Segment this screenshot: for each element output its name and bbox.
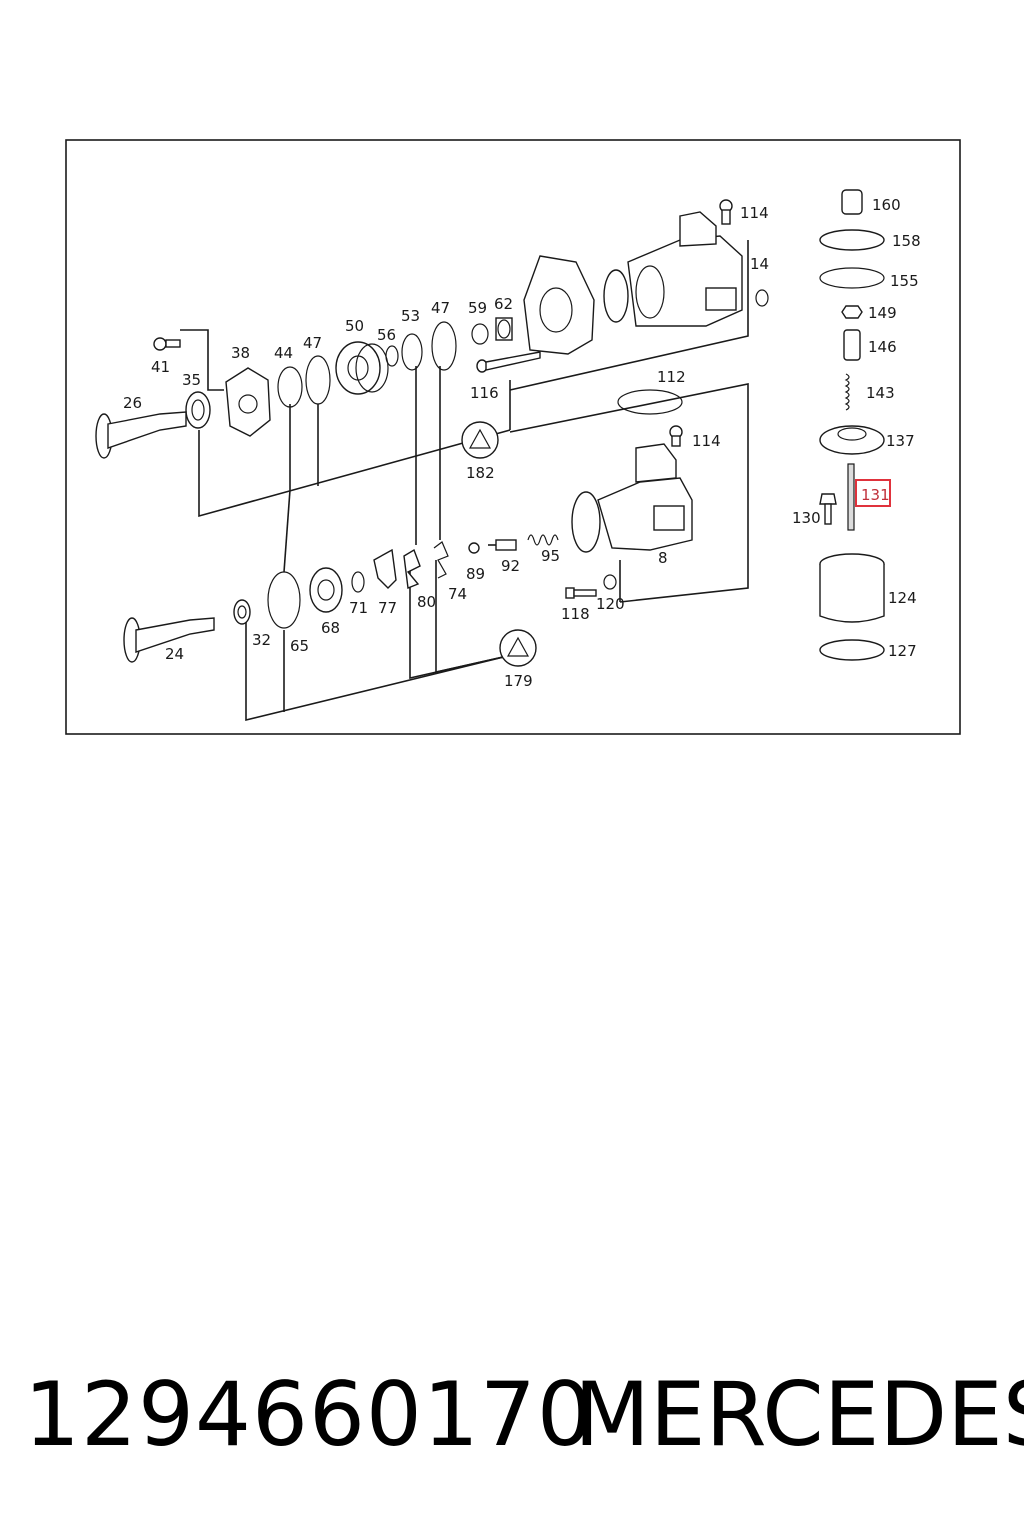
part-71-ring xyxy=(351,571,365,593)
part-146-sleeve xyxy=(843,329,861,361)
label-158: 158 xyxy=(892,232,921,250)
label-71: 71 xyxy=(349,599,368,617)
label-68: 68 xyxy=(321,619,340,637)
leader-lines xyxy=(180,240,749,722)
part-160-cap xyxy=(841,189,863,215)
part-26-drive-shaft xyxy=(95,411,187,459)
label-120: 120 xyxy=(596,595,625,613)
part-62-bushing xyxy=(495,317,513,341)
part-118-bolt xyxy=(565,587,597,599)
part-59-washer xyxy=(471,323,489,345)
part-179-plate xyxy=(499,629,537,667)
part-housing-plate xyxy=(523,255,595,355)
label-89: 89 xyxy=(466,565,485,583)
part-35-seal xyxy=(185,391,211,429)
part-41-screw xyxy=(153,337,181,351)
part-114-screw-top xyxy=(719,199,733,225)
label-62: 62 xyxy=(494,295,513,313)
label-47: 47 xyxy=(303,334,322,352)
label-127: 127 xyxy=(888,642,917,660)
label-114: 114 xyxy=(692,432,721,450)
label-26: 26 xyxy=(123,394,142,412)
label-44: 44 xyxy=(274,344,293,362)
label-137: 137 xyxy=(886,432,915,450)
part-38-pump-cover xyxy=(225,367,271,437)
part-80-clip xyxy=(403,548,421,589)
label-65: 65 xyxy=(290,637,309,655)
label-92: 92 xyxy=(501,557,520,575)
label-35: 35 xyxy=(182,371,201,389)
part-24-shaft xyxy=(123,617,215,663)
part-89-ball xyxy=(468,542,480,554)
part-14-pump-assembly xyxy=(603,211,743,327)
part-124-filter-bowl xyxy=(819,553,885,623)
label-47b: 47 xyxy=(431,299,450,317)
label-112: 112 xyxy=(657,368,686,386)
part-44-o-ring xyxy=(277,366,303,408)
label-74: 74 xyxy=(448,585,467,603)
part-77-segment xyxy=(373,548,397,589)
part-112-gasket xyxy=(617,389,683,415)
part-47b-o-ring xyxy=(431,321,457,371)
label-118: 118 xyxy=(561,605,590,623)
part-47-o-ring xyxy=(305,355,331,405)
label-24: 24 xyxy=(165,645,184,663)
label-155: 155 xyxy=(890,272,919,290)
part-74-clip xyxy=(433,541,449,579)
part-155-gasket xyxy=(819,267,885,289)
part-114-screw xyxy=(669,425,683,447)
label-95: 95 xyxy=(541,547,560,565)
label-32: 32 xyxy=(252,631,271,649)
part-120-washer xyxy=(603,574,617,590)
label-143: 143 xyxy=(866,384,895,402)
part-68-rotor xyxy=(309,567,343,613)
label-59: 59 xyxy=(468,299,487,317)
part-137-cover xyxy=(819,425,885,455)
label-50: 50 xyxy=(345,317,364,335)
label-182: 182 xyxy=(466,464,495,482)
label-130: 130 xyxy=(792,509,821,527)
part-65-o-ring xyxy=(267,571,301,629)
label-149: 149 xyxy=(868,304,897,322)
part-130-bolt xyxy=(819,493,837,525)
part-131-stud xyxy=(847,463,855,531)
label-38: 38 xyxy=(231,344,250,362)
label-131: 131 xyxy=(861,486,890,504)
highlight-box xyxy=(855,479,891,507)
label-14: 14 xyxy=(750,255,769,273)
label-41: 41 xyxy=(151,358,170,376)
part-116-bolt xyxy=(476,351,541,373)
part-149-nut xyxy=(841,305,863,319)
part-158-washer xyxy=(819,229,885,251)
label-146: 146 xyxy=(868,338,897,356)
callout-labels: 160 158 155 149 146 143 137 131 130 124 … xyxy=(123,196,921,690)
part-95-spring xyxy=(527,534,559,546)
part-14-ring xyxy=(755,289,769,307)
label-179: 179 xyxy=(504,672,533,690)
part-50-rotor xyxy=(335,341,389,395)
part-92-valve xyxy=(488,539,517,551)
part-8-pump xyxy=(571,443,693,553)
part-32-bearing xyxy=(233,599,251,625)
label-56: 56 xyxy=(377,326,396,344)
part-127-base-plate xyxy=(819,639,885,661)
diagram-frame xyxy=(65,139,961,735)
part-143-spring xyxy=(844,373,850,411)
label-80: 80 xyxy=(417,593,436,611)
part-182-plate xyxy=(461,421,499,459)
label-8: 8 xyxy=(658,549,668,567)
exploded-parts-diagram: 160 158 155 149 146 143 137 131 130 124 … xyxy=(65,139,961,735)
label-114-top: 114 xyxy=(740,204,769,222)
label-53: 53 xyxy=(401,307,420,325)
label-124: 124 xyxy=(888,589,917,607)
part-number: 1294660170 xyxy=(24,1363,594,1466)
part-56-ring xyxy=(385,345,399,367)
footer: 1294660170 MERCEDES xyxy=(0,1360,1024,1470)
label-116: 116 xyxy=(470,384,499,402)
part-53-o-ring xyxy=(401,333,423,371)
brand-name: MERCEDES xyxy=(574,1363,1024,1466)
label-77: 77 xyxy=(378,599,397,617)
label-160: 160 xyxy=(872,196,901,214)
